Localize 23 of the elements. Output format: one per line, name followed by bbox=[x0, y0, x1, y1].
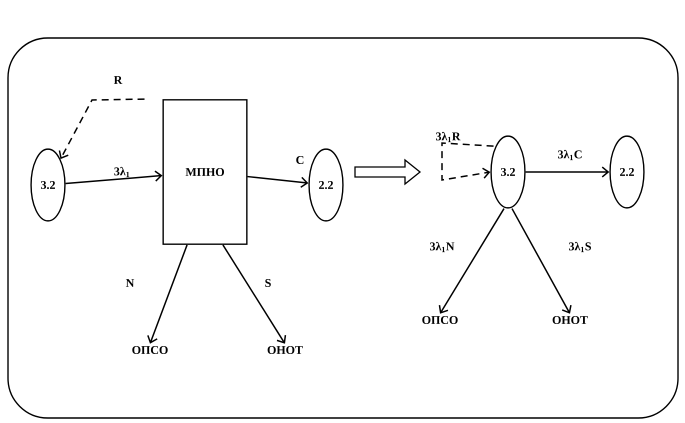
arrow bbox=[222, 244, 286, 344]
arrow bbox=[511, 208, 572, 314]
outcome-label: ОНОТ bbox=[552, 316, 588, 324]
process-box: МПНО bbox=[162, 99, 248, 245]
outcome-label: ОПСО bbox=[132, 346, 168, 354]
arrow bbox=[66, 170, 162, 184]
edge-label: 3λ$_{1}$N bbox=[430, 242, 454, 252]
edge-label: 3λ$_{1}$ bbox=[114, 166, 130, 178]
outcome-label: ОНОТ bbox=[268, 346, 303, 354]
edge-label: R bbox=[114, 76, 122, 84]
arrow bbox=[147, 244, 188, 344]
edge-label: N bbox=[126, 279, 134, 287]
outcome-label: ОПСО bbox=[422, 316, 458, 324]
edge-label: 3λ$_{1}$R bbox=[436, 132, 461, 142]
arrow bbox=[441, 142, 494, 181]
edge-label: 3λ$_{1}$S bbox=[568, 242, 591, 252]
edge-label: 3λ$_{1}$C bbox=[558, 150, 582, 160]
edge-label: S bbox=[265, 278, 271, 287]
arrow bbox=[247, 176, 308, 188]
arrow bbox=[438, 208, 505, 314]
arrow bbox=[526, 166, 610, 178]
arrow bbox=[58, 98, 145, 160]
edge-label: C bbox=[296, 156, 304, 164]
